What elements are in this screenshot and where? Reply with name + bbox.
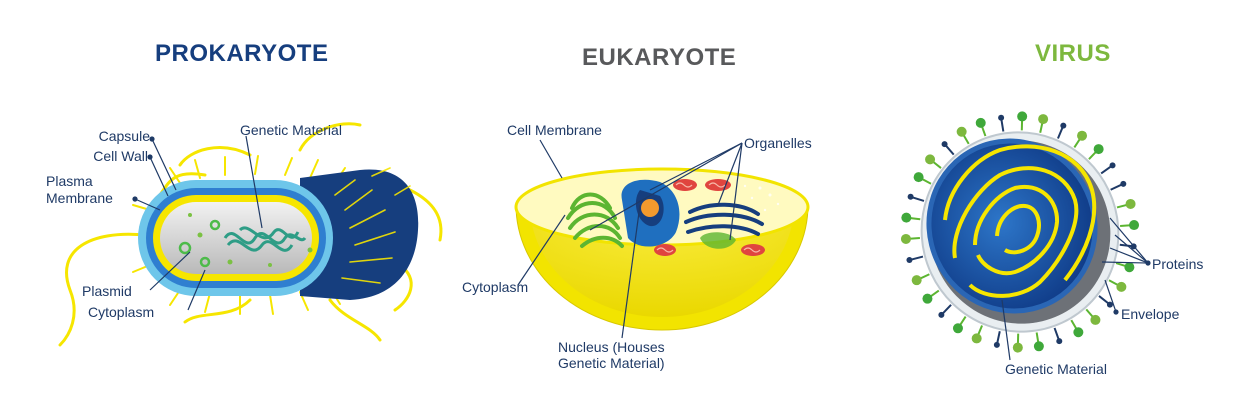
spike-head <box>922 293 933 304</box>
spike-head <box>911 275 922 286</box>
cytoplasm <box>160 202 312 274</box>
label-envelope: Envelope <box>1121 306 1180 322</box>
spike-head <box>975 117 986 128</box>
spike-head <box>1017 111 1028 122</box>
spike-head <box>956 126 967 137</box>
label-capsule: Capsule <box>98 128 150 144</box>
virus-genetic-material <box>943 144 1097 298</box>
label-cytoplasm-prokaryote: Cytoplasm <box>88 304 155 320</box>
spike-head <box>901 212 912 223</box>
spike-head <box>1056 338 1063 345</box>
virus-title: VIRUS <box>1035 40 1111 67</box>
spike-head <box>993 341 1000 348</box>
spike-head <box>1109 162 1116 169</box>
plasmids <box>178 219 221 268</box>
eukaryote-title: EUKARYOTE <box>582 44 737 71</box>
spike-head <box>1060 122 1067 129</box>
spike-head <box>907 193 914 200</box>
spike-head <box>906 257 913 264</box>
virus-particle <box>900 111 1140 353</box>
spike-head <box>952 323 963 334</box>
prokaryote-leaders <box>132 135 263 311</box>
label-genetic-material: Genetic Material <box>240 122 342 138</box>
spike-head <box>1120 180 1127 187</box>
label-cytoplasm-eukaryote: Cytoplasm <box>462 279 529 295</box>
label-organelles: Organelles <box>744 135 812 151</box>
spike-head <box>1077 130 1088 141</box>
cell-shading <box>300 169 419 300</box>
spike-head <box>941 141 948 148</box>
spike-head <box>1093 144 1104 155</box>
label-genetic-material-virus: Genetic Material <box>1005 361 1107 377</box>
nucleolus <box>641 199 659 217</box>
spike-head <box>1116 281 1127 292</box>
label-nucleus-line2: Genetic Material) <box>558 355 665 371</box>
spike-head <box>998 114 1005 121</box>
spike-head <box>900 233 911 244</box>
spike-head <box>1124 262 1135 273</box>
spike-head <box>1106 301 1113 308</box>
golgi-green <box>566 192 624 248</box>
label-plasmid: Plasmid <box>82 283 132 299</box>
spike-head <box>925 154 936 165</box>
eukaryote-cell <box>514 167 810 331</box>
golgi-blue <box>684 202 764 236</box>
spike-head <box>1012 342 1023 353</box>
label-plasma-membrane-line1: Plasma <box>46 173 93 189</box>
label-cell-wall: Cell Wall <box>93 148 148 164</box>
spike-head <box>913 172 924 183</box>
label-cell-membrane: Cell Membrane <box>507 122 602 138</box>
spike-head <box>1038 114 1049 125</box>
spike-head <box>938 311 945 318</box>
spike-head <box>1125 198 1136 209</box>
prokaryote-title: PROKARYOTE <box>155 40 329 67</box>
label-proteins: Proteins <box>1152 256 1204 272</box>
spike-head <box>1073 327 1084 338</box>
prokaryote-cell <box>58 122 443 347</box>
spike-head <box>971 333 982 344</box>
eukaryote-leaders <box>517 139 743 339</box>
genetic-material <box>223 226 307 252</box>
label-plasma-membrane-line2: Membrane <box>46 190 113 206</box>
spike-head <box>1033 341 1044 352</box>
spike-head <box>1090 314 1101 325</box>
virus-leaders <box>1001 217 1151 361</box>
vesicle-green <box>700 232 736 249</box>
label-nucleus-line1: Nucleus (Houses <box>558 339 665 355</box>
spike-head <box>1129 220 1140 231</box>
